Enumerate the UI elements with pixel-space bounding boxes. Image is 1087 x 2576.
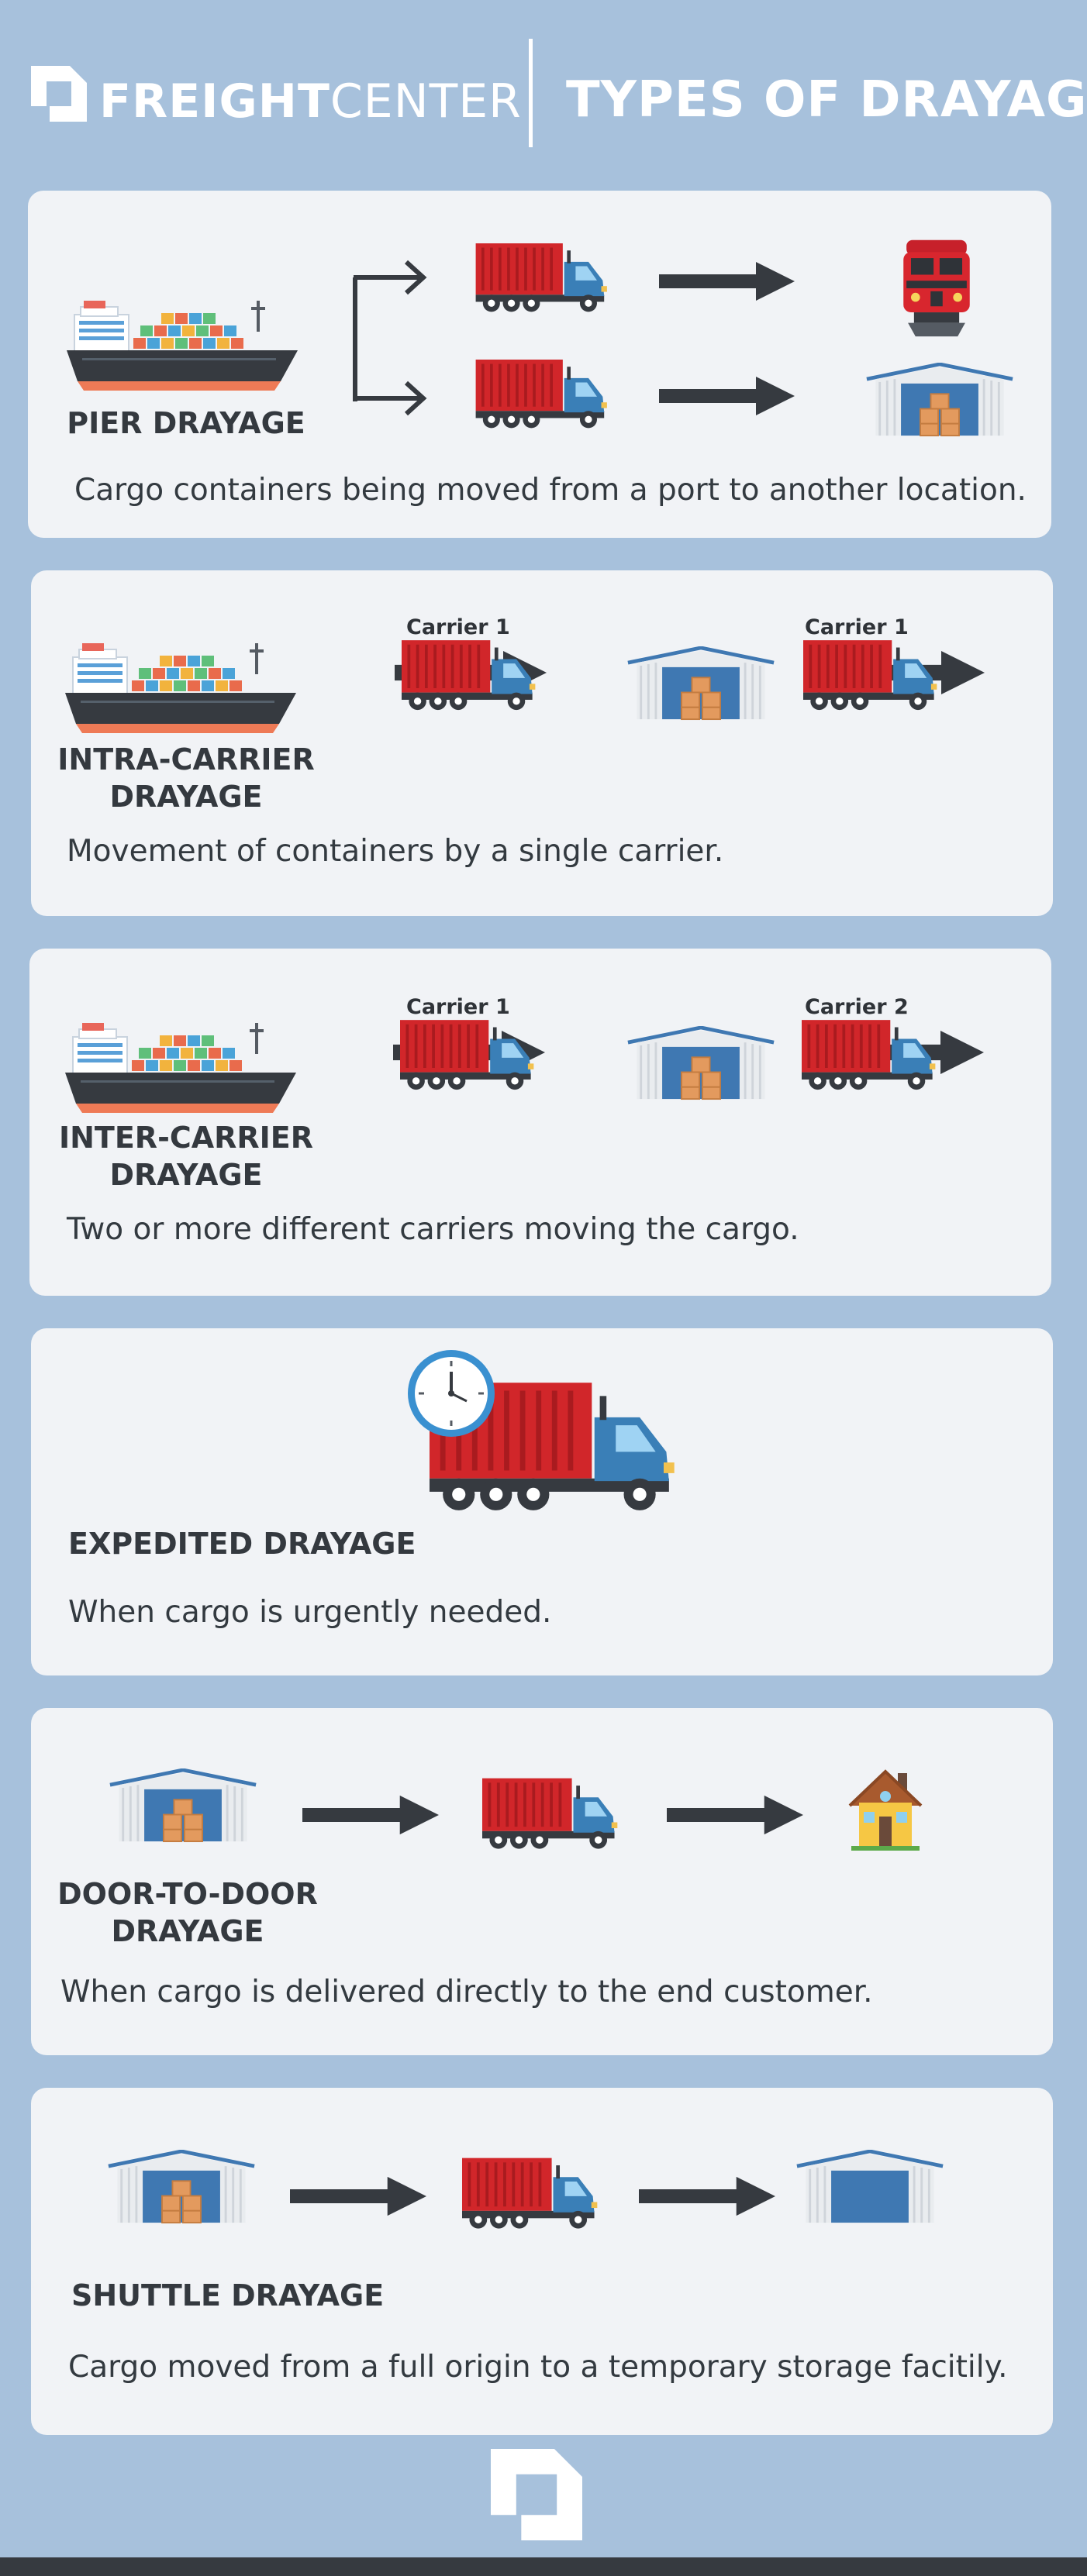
cargo-ship-icon <box>65 642 297 734</box>
semi-truck-icon <box>803 640 937 711</box>
card-inter-carrier-drayage: Carrier 1 Carrier 2 INTER-CARRIER DRAYAG… <box>29 949 1051 1296</box>
card-description: When cargo is urgently needed. <box>68 1595 552 1630</box>
card-pier-drayage: PIER DRAYAGE Cargo containers being move… <box>28 191 1051 538</box>
house-icon <box>848 1770 923 1852</box>
warehouse-icon <box>628 648 774 719</box>
cargo-ship-icon <box>65 1022 297 1114</box>
card-title-line2: DRAYAGE <box>109 1158 263 1192</box>
cargo-ship-icon <box>67 300 298 391</box>
brand-name: FREIGHTCENTER <box>99 74 522 129</box>
warehouse-icon <box>110 1770 256 1841</box>
card-title: EXPEDITED DRAYAGE <box>68 1527 416 1561</box>
card-title-line1: DOOR-TO-DOOR <box>57 1877 318 1911</box>
card-title: SHUTTLE DRAYAGE <box>71 2278 385 2313</box>
carrier-label: Carrier 1 <box>805 615 909 639</box>
branch-arrow-icon <box>353 260 427 416</box>
bottom-bar <box>0 2557 1087 2576</box>
card-description: Cargo containers being moved from a port… <box>74 473 1027 508</box>
card-shuttle-drayage: SHUTTLE DRAYAGE Cargo moved from a full … <box>31 2088 1053 2435</box>
header-divider <box>529 39 533 147</box>
card-description: Two or more different carriers moving th… <box>67 1212 799 1247</box>
semi-truck-icon <box>402 640 536 711</box>
semi-truck-icon <box>475 360 607 429</box>
brand-light: CENTER <box>330 74 522 129</box>
freightcenter-logo-icon <box>491 2449 582 2540</box>
card-title-line1: INTRA-CARRIER <box>57 742 315 777</box>
warehouse-icon <box>867 364 1013 436</box>
brand-bold: FREIGHT <box>99 74 330 129</box>
card-title-line2: DRAYAGE <box>111 1914 264 1948</box>
arrow-right-icon <box>639 2176 775 2216</box>
warehouse-icon <box>109 2151 254 2223</box>
card-door-to-door-drayage: DOOR-TO-DOOR DRAYAGE When cargo is deliv… <box>31 1708 1053 2055</box>
semi-truck-icon <box>802 1020 936 1090</box>
card-title-line2: DRAYAGE <box>109 780 263 814</box>
arrow-right-icon <box>667 1795 803 1835</box>
semi-truck-icon <box>475 243 607 312</box>
warehouse-icon <box>797 2151 943 2223</box>
page-header: FREIGHTCENTER TYPES OF DRAYAGE <box>0 0 1087 178</box>
clock-icon <box>406 1348 496 1438</box>
semi-truck-icon <box>400 1020 534 1090</box>
card-description: Movement of containers by a single carri… <box>67 834 724 869</box>
pier-illustration <box>67 239 1051 538</box>
train-locomotive-icon <box>903 239 970 337</box>
card-title-line1: INTER-CARRIER <box>58 1121 314 1155</box>
arrow-right-icon <box>302 1795 439 1835</box>
arrow-right-icon <box>290 2176 426 2216</box>
semi-truck-icon <box>482 1778 618 1849</box>
arrow-right-icon <box>659 262 795 301</box>
warehouse-icon <box>628 1028 774 1099</box>
card-title: PIER DRAYAGE <box>67 406 305 440</box>
card-description: Cargo moved from a full origin to a temp… <box>68 2350 1008 2385</box>
carrier-label: Carrier 1 <box>406 615 510 639</box>
card-expedited-drayage: EXPEDITED DRAYAGE When cargo is urgently… <box>31 1328 1053 1675</box>
arrow-right-icon <box>659 377 795 415</box>
freightcenter-logo-icon <box>31 66 87 122</box>
card-description: When cargo is delivered directly to the … <box>60 1975 873 2009</box>
page-title: TYPES OF DRAYAGE <box>566 71 1087 129</box>
carrier-label: Carrier 1 <box>406 995 510 1019</box>
card-intra-carrier-drayage: Carrier 1 Carrier 1 INTRA-CARRIER DRAYAG… <box>31 570 1053 916</box>
carrier-label: Carrier 2 <box>805 995 909 1019</box>
semi-truck-icon <box>462 2158 598 2229</box>
